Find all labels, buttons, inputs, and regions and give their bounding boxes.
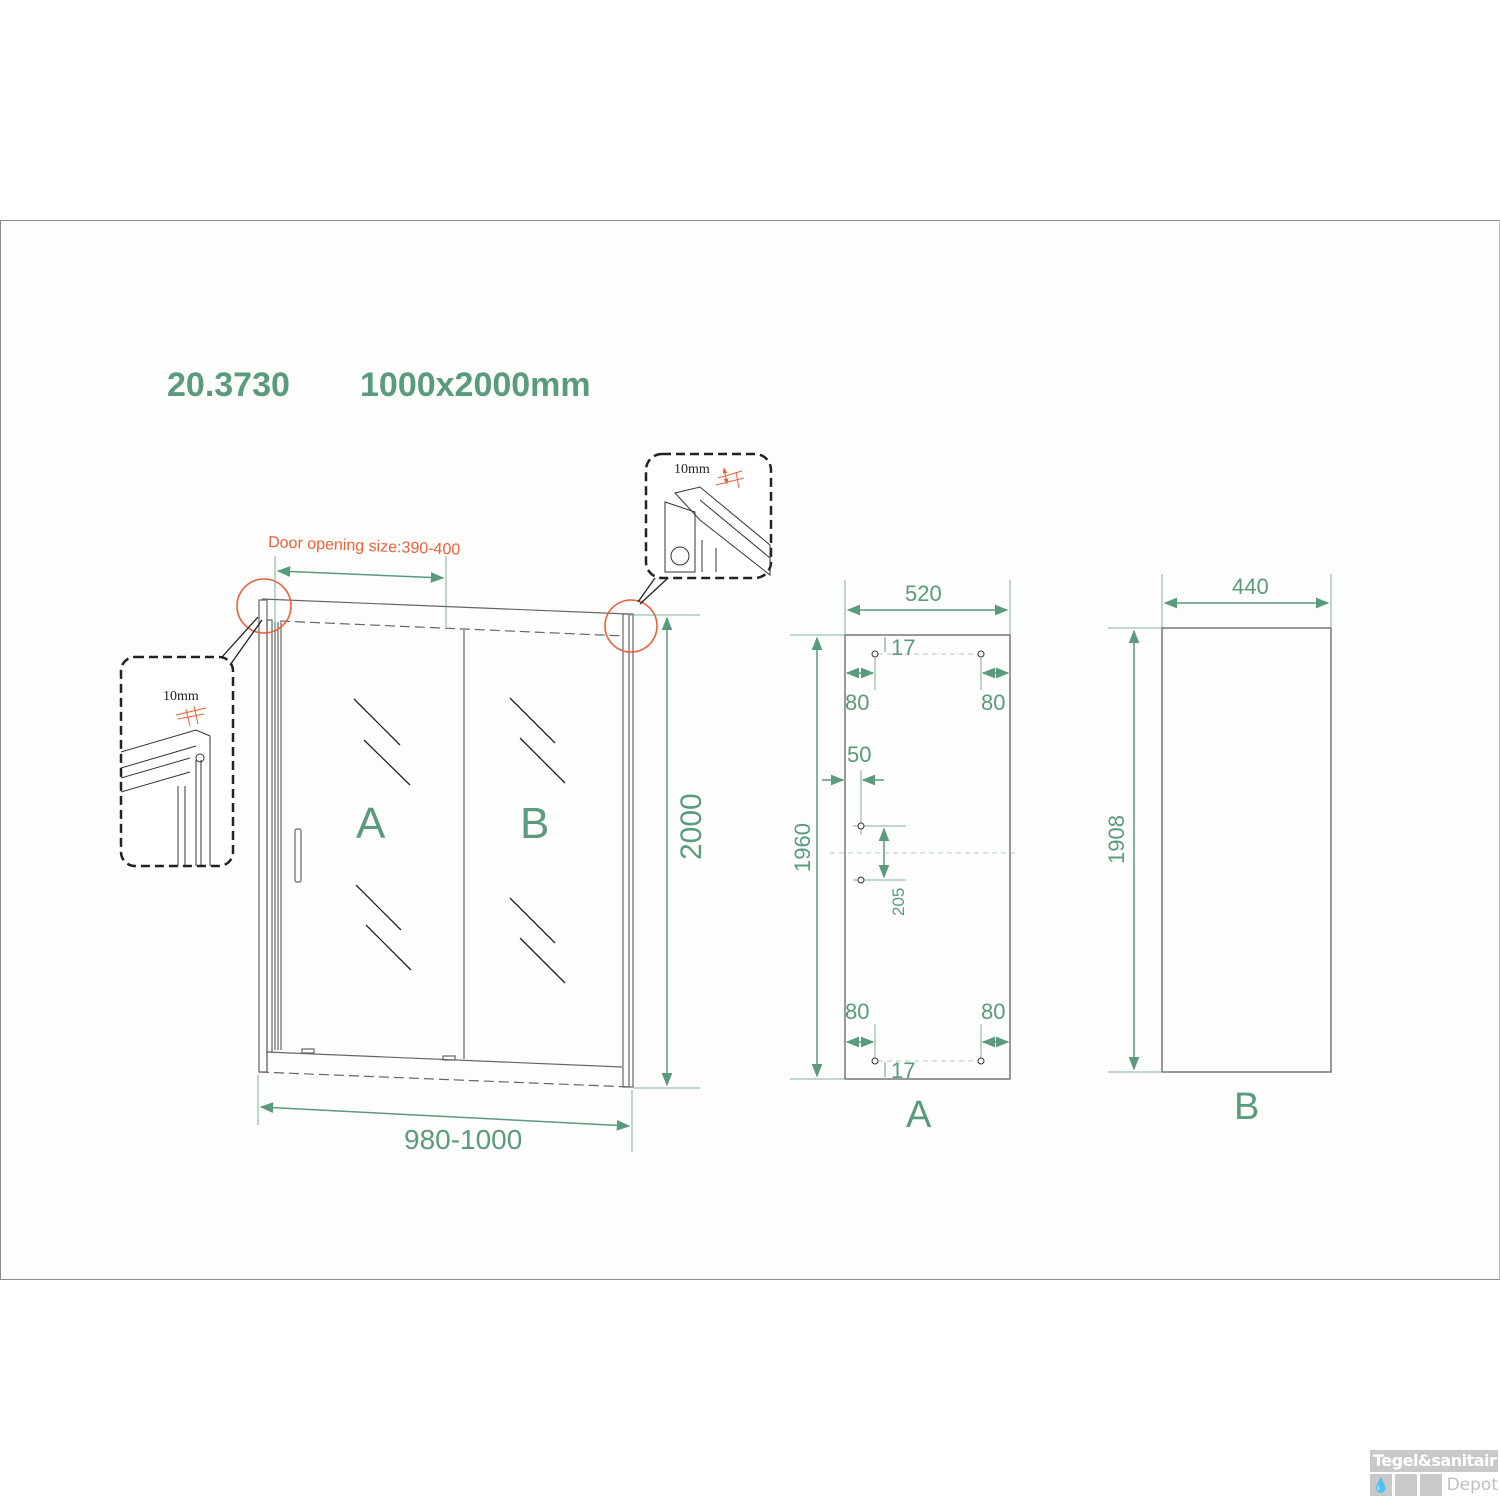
door-opening-dimension [274, 556, 447, 630]
panel-b-width: 440 [1232, 574, 1269, 599]
panel-b-height: 1908 [1104, 815, 1129, 864]
panel-a-top-left-margin: 80 [845, 690, 869, 715]
right-detail-highlight [604, 599, 658, 653]
panel-a-bottom-left-margin: 80 [845, 999, 869, 1024]
width-dimension [257, 1075, 633, 1152]
panel-a-handle-offset: 50 [847, 742, 871, 767]
panel-a-top-right-margin: 80 [981, 690, 1005, 715]
top-right-detail-callout: 10mm [637, 452, 773, 605]
drawing-sheet [0, 220, 1500, 1280]
water-drop-icon: 💧 [1370, 1474, 1392, 1496]
panel-a-height: 1960 [790, 823, 815, 872]
panel-b-drawing: 440 1908 B [1104, 574, 1332, 1128]
tile-icon [1419, 1474, 1442, 1496]
door-opening-label: Door opening size:390-400 [268, 534, 461, 559]
tile-icon [1394, 1474, 1417, 1496]
panel-a-label: A [356, 799, 386, 848]
left-gap-label: 10mm [163, 689, 199, 704]
panel-a-drawing: 520 1960 17 80 80 50 205 80 80 17 A [790, 580, 1015, 1136]
watermark-line1: Tegel&sanitair [1370, 1450, 1498, 1472]
watermark-logo: Tegel&sanitair 💧 Depot [1370, 1450, 1498, 1498]
product-size: 1000x2000mm [360, 366, 591, 404]
height-dimension [630, 614, 700, 1089]
panel-b-label: B [520, 799, 549, 848]
left-detail-callout: 10mm [119, 616, 263, 868]
panel-a-width: 520 [905, 581, 942, 606]
width-label: 980-1000 [404, 1124, 522, 1155]
height-label: 2000 [675, 793, 708, 860]
front-view [258, 598, 634, 1088]
panel-a-bottom-offset: 17 [891, 1058, 915, 1083]
glass-reflection-marks [353, 697, 566, 984]
watermark-line2: Depot [1446, 1475, 1498, 1495]
top-right-gap-label: 10mm [674, 462, 710, 477]
panel-b-drawing-label: B [1234, 1086, 1259, 1128]
panel-a-bottom-right-margin: 80 [981, 999, 1005, 1024]
panel-a-drawing-label: A [906, 1094, 932, 1136]
model-number: 20.3730 [167, 366, 290, 404]
panel-a-top-offset: 17 [891, 635, 915, 660]
panel-a-handle-spacing: 205 [889, 888, 908, 916]
left-detail-highlight [236, 578, 292, 634]
